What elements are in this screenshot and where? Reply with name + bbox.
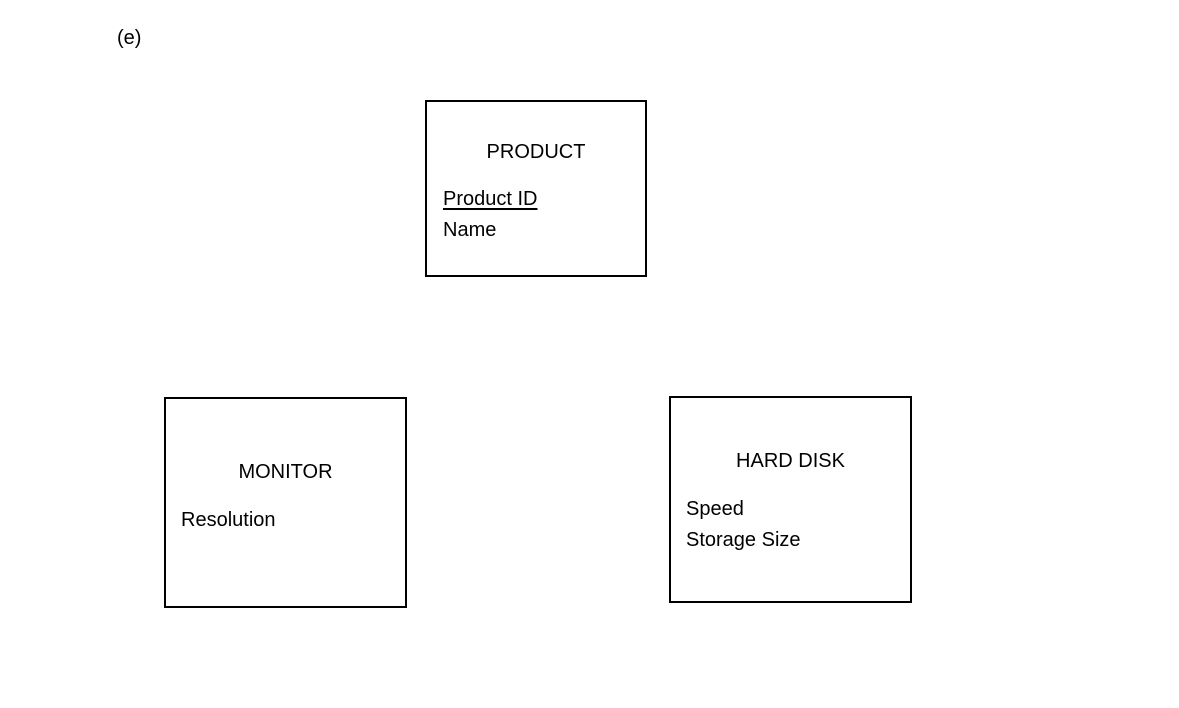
- attribute-name: Name: [443, 219, 497, 241]
- attribute-storage-size: Storage Size: [686, 529, 801, 551]
- attribute-speed: Speed: [686, 498, 744, 520]
- attribute-product-id: Product ID: [443, 188, 538, 210]
- entity-title-hard-disk: HARD DISK: [736, 450, 845, 472]
- entity-title-product: PRODUCT: [486, 141, 586, 163]
- entity-monitor: MONITOR Resolution: [164, 397, 407, 608]
- part-label: (e): [117, 27, 142, 49]
- entity-product: PRODUCT Product ID Name: [425, 100, 647, 277]
- attribute-resolution: Resolution: [181, 509, 276, 531]
- entity-hard-disk: HARD DISK Speed Storage Size: [669, 396, 912, 603]
- entity-title-monitor: MONITOR: [238, 461, 333, 483]
